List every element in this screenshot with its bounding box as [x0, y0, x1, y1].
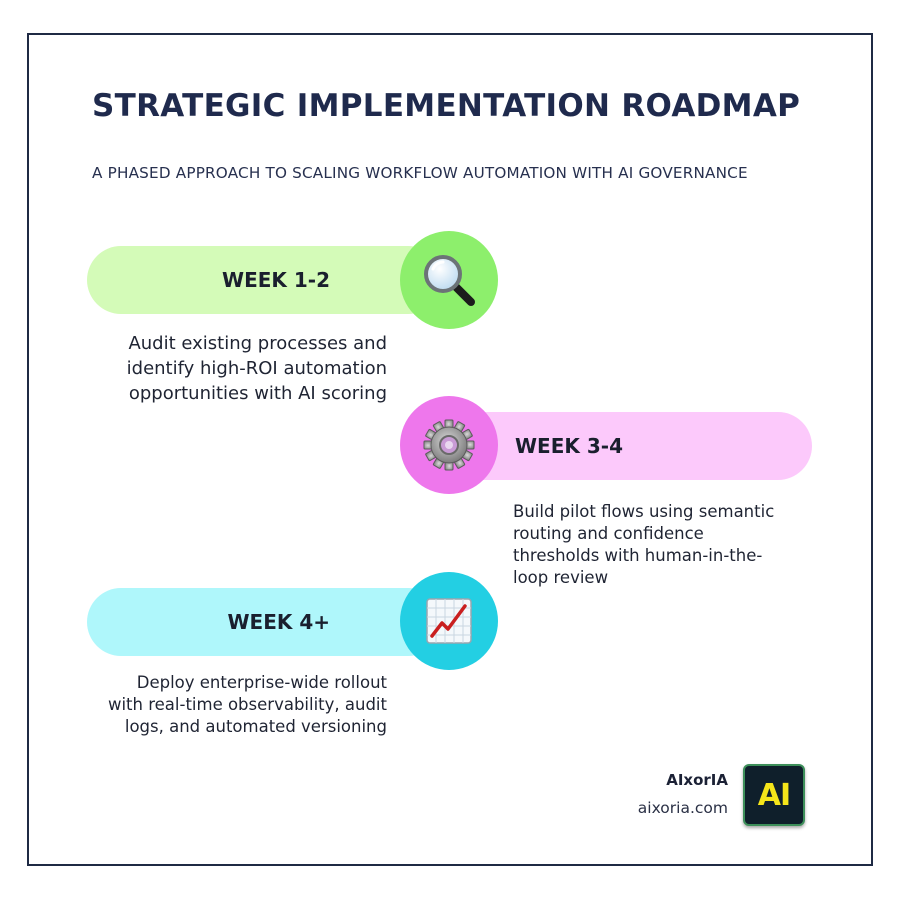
page-title: STRATEGIC IMPLEMENTATION ROADMAP [92, 88, 801, 124]
phase-2-description: Build pilot flows using semantic routing… [513, 502, 775, 587]
phase-1-pill: WEEK 1-2 [87, 246, 442, 314]
page-frame [27, 33, 873, 866]
brand-url[interactable]: aixoria.com [637, 799, 728, 817]
magnifier-icon [424, 255, 475, 306]
phase-3-description: Deploy enterprise-wide rollout with real… [107, 673, 387, 736]
phase-3-pill: WEEK 4+ [87, 588, 442, 656]
gear-icon [423, 419, 475, 471]
phase-1-description: Audit existing processes and identify hi… [126, 333, 387, 404]
phase-2-circle [400, 396, 498, 494]
chart-increasing-icon [426, 598, 472, 644]
brand-name: AIxorIA [666, 771, 728, 789]
phase-3-circle [400, 572, 498, 670]
brand-logo: AI [743, 764, 805, 826]
phase-1-circle [400, 231, 498, 329]
page-subtitle: A PHASED APPROACH TO SCALING WORKFLOW AU… [92, 164, 748, 182]
phase-3-label: WEEK 4+ [227, 610, 330, 634]
phase-1-label: WEEK 1-2 [222, 268, 330, 292]
phase-2-label: WEEK 3-4 [515, 434, 623, 458]
